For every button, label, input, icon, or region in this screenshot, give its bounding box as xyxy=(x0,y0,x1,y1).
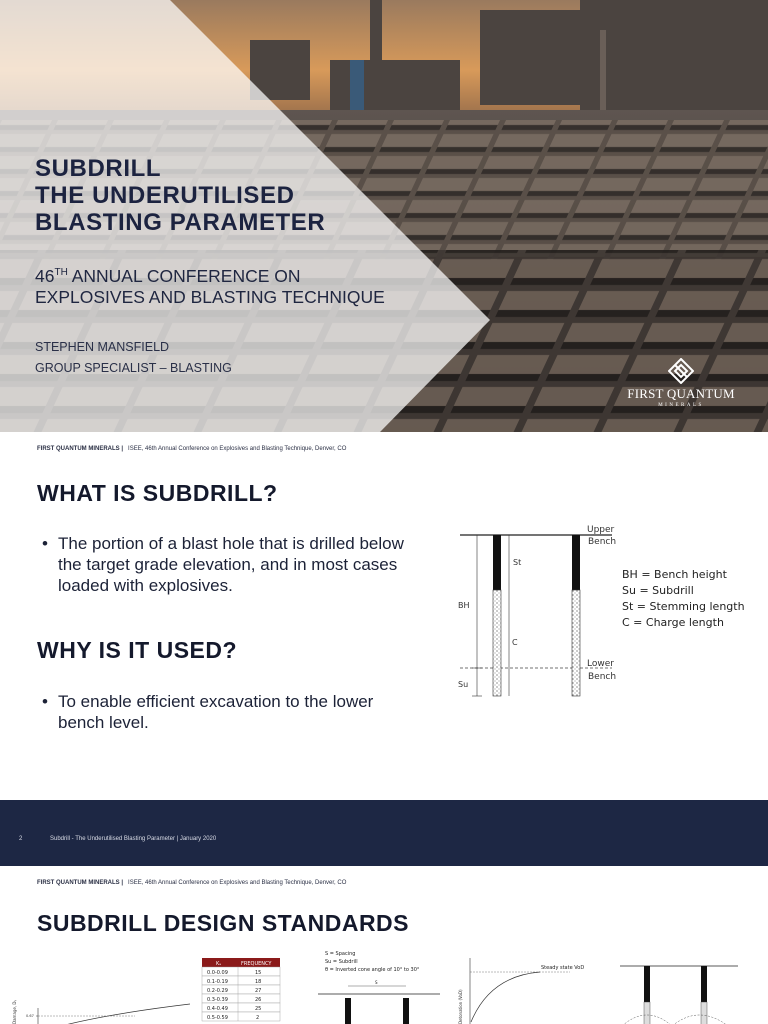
label-st: St xyxy=(513,558,521,567)
design-standards-figures: Damage, Dᵧ 0.67 Kₛ FREQUENCY 0.0-0.09 15… xyxy=(12,951,738,1024)
table-cell: 0.0-0.09 xyxy=(207,970,228,976)
label-bh: BH xyxy=(458,601,470,610)
page-number: 2 xyxy=(19,836,23,842)
table-cell: 0.2-0.29 xyxy=(207,988,228,994)
cone-hole-2 xyxy=(701,966,707,1002)
hole-1-stemming xyxy=(493,535,501,590)
diamond-logo-icon xyxy=(668,358,694,384)
presentation-title: SUBDRILL THE UNDERUTILISED BLASTING PARA… xyxy=(35,155,325,236)
legend-item: St = Stemming length xyxy=(622,600,745,613)
table-cell: 0.4-0.49 xyxy=(207,1006,228,1012)
header-company: FIRST QUANTUM MINERALS | xyxy=(37,880,124,886)
legend-item: BH = Bench height xyxy=(622,568,728,581)
header-event: ISEE, 46th Annual Conference on Explosiv… xyxy=(128,880,347,886)
label-c: C xyxy=(512,638,518,647)
title-line: SUBDRILL xyxy=(35,155,162,182)
title-slide: SUBDRILL THE UNDERUTILISED BLASTING PARA… xyxy=(0,0,768,432)
author-block: STEPHEN MANSFIELD GROUP SPECIALIST – BLA… xyxy=(35,337,232,379)
table-cell: 2 xyxy=(256,1015,259,1021)
bullet-dot: • xyxy=(42,692,48,711)
cone-hole-1-charge xyxy=(643,1001,651,1024)
slide-header: FIRST QUANTUM MINERALS | ISEE, 46th Annu… xyxy=(37,446,346,452)
hole-2-charge xyxy=(571,589,581,697)
table-cell: 18 xyxy=(255,979,261,985)
heading-what-is-subdrill: WHAT IS SUBDRILL? xyxy=(37,480,278,506)
left-axis-label: Damage, Dᵧ xyxy=(12,999,17,1024)
spacing-hole-2 xyxy=(403,998,409,1024)
lower-bench-label: Bench xyxy=(588,672,616,682)
left-damage-curve xyxy=(67,1003,191,1024)
author-name: STEPHEN MANSFIELD xyxy=(35,340,170,354)
what-is-subdrill-slide: FIRST QUANTUM MINERALS | ISEE, 46th Annu… xyxy=(0,432,768,866)
footer-title: Subdrill - The Underutilised Blasting Pa… xyxy=(50,836,217,842)
blast-hole-diagram: BH Su St C Upper Bench Lower Bench BH = … xyxy=(458,525,745,697)
heading-why-is-it-used: WHY IS IT USED? xyxy=(37,637,238,663)
spacing-legend: θ = Inverted cone angle of 10° to 30° xyxy=(325,967,420,973)
legend-item: Su = Subdrill xyxy=(622,584,694,597)
table-cell: 26 xyxy=(255,997,261,1003)
vod-axis-label: Detonation (VoD) xyxy=(458,989,463,1024)
slide-footer: 2 Subdrill - The Underutilised Blasting … xyxy=(0,800,768,866)
table-cell: 0.5-0.59 xyxy=(207,1015,228,1021)
author-role: GROUP SPECIALIST – BLASTING xyxy=(35,361,232,375)
conference-line2: EXPLOSIVES AND BLASTING TECHNIQUE xyxy=(35,287,385,307)
vod-curve xyxy=(470,971,541,1023)
spacing-label: S xyxy=(375,980,378,985)
logo-name: FIRST QUANTUM xyxy=(627,386,735,401)
bullet-definition: • The portion of a blast hole that is dr… xyxy=(42,533,422,596)
title-line: THE UNDERUTILISED xyxy=(35,182,295,209)
header-event: ISEE, 46th Annual Conference on Explosiv… xyxy=(128,446,347,452)
bullet-text: The portion of a blast hole that is dril… xyxy=(58,534,404,595)
conference-name: 46TH ANNUAL CONFERENCE ON EXPLOSIVES AND… xyxy=(35,266,385,308)
hole-1-charge xyxy=(492,589,502,697)
cone-arc xyxy=(624,1014,726,1024)
bullet-text: To enable efficient excavation to the lo… xyxy=(58,692,374,732)
table-cell: 0.3-0.39 xyxy=(207,997,228,1003)
upper-bench-label: Bench xyxy=(588,537,616,547)
vod-steady-label: Steady state VoD xyxy=(541,965,584,971)
title-line: BLASTING PARAMETER xyxy=(35,209,326,236)
design-standards-slide: FIRST QUANTUM MINERALS | ISEE, 46th Annu… xyxy=(0,866,768,1024)
lower-bench-label: Lower xyxy=(587,659,614,669)
frequency-table: Kₛ FREQUENCY 0.0-0.09 15 0.1-0.19 18 0.2… xyxy=(201,958,281,1022)
cone-hole-1 xyxy=(644,966,650,1002)
cone-hole-2-charge xyxy=(700,1001,708,1024)
spacing-legend: Su = Subdrill xyxy=(325,959,358,965)
left-tick: 0.67 xyxy=(26,1014,34,1018)
table-cell: 15 xyxy=(255,970,261,976)
table-header-ks: Kₛ xyxy=(216,961,221,967)
slide-header: FIRST QUANTUM MINERALS | ISEE, 46th Annu… xyxy=(37,880,346,886)
table-header-frequency: FREQUENCY xyxy=(241,961,272,967)
conference-number: 46 xyxy=(35,266,55,286)
table-cell: 0.1-0.19 xyxy=(207,979,228,985)
spacing-legend: S = Spacing xyxy=(325,951,355,957)
conference-ordinal: TH xyxy=(54,267,68,278)
conference-line1: ANNUAL CONFERENCE ON xyxy=(71,266,301,286)
legend-item: C = Charge length xyxy=(622,616,724,629)
heading-design-standards: SUBDRILL DESIGN STANDARDS xyxy=(37,910,409,936)
spacing-hole-1 xyxy=(345,998,351,1024)
header-company: FIRST QUANTUM MINERALS | xyxy=(37,446,124,452)
upper-bench-label: Upper xyxy=(587,525,615,535)
table-cell: 25 xyxy=(255,1006,261,1012)
logo-subtitle: MINERALS xyxy=(658,403,704,408)
industrial-background-photo xyxy=(0,0,768,432)
label-su: Su xyxy=(458,680,468,689)
bullet-purpose: • To enable efficient excavation to the … xyxy=(42,691,422,733)
company-logo: FIRST QUANTUM MINERALS xyxy=(626,358,736,408)
hole-2-stemming xyxy=(572,535,580,590)
table-cell: 27 xyxy=(255,988,261,994)
bullet-dot: • xyxy=(42,534,48,553)
